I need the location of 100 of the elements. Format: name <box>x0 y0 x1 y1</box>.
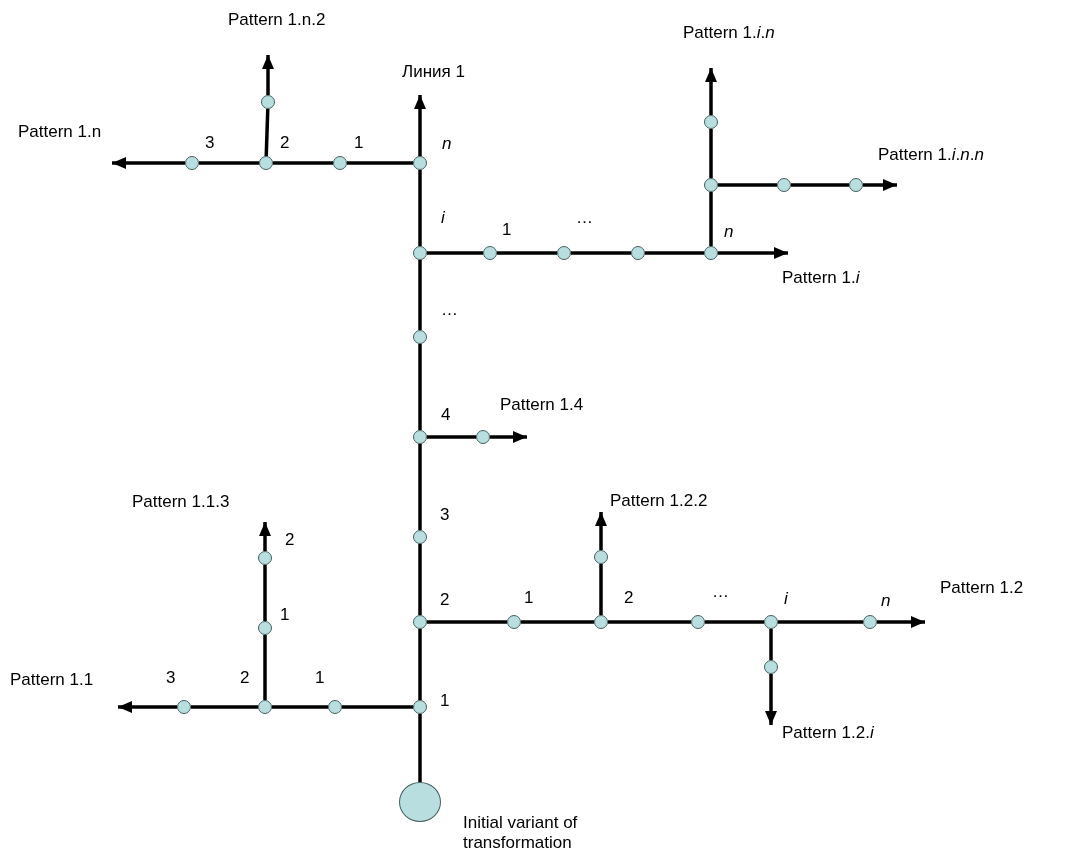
connector-line <box>263 635 267 700</box>
arrow <box>718 247 788 259</box>
connector-line <box>418 629 422 700</box>
connector-line <box>418 170 422 246</box>
arrow <box>877 616 925 628</box>
junction-point <box>258 551 272 565</box>
junction-point <box>849 178 863 192</box>
branch-label: Pattern 1.2 <box>925 578 1024 622</box>
connector-line <box>705 620 764 624</box>
branch-label: Pattern 1.i.n <box>683 23 775 68</box>
step-index: 1 <box>315 668 325 688</box>
junction-point <box>185 156 199 170</box>
connector-line <box>709 192 713 246</box>
ellipsis: … <box>441 300 458 320</box>
arrow <box>118 701 177 713</box>
ellipsis: … <box>712 582 729 602</box>
junction-point <box>177 700 191 714</box>
connector-line <box>263 565 267 621</box>
arrow <box>262 55 274 95</box>
step-index: 1 <box>502 220 512 240</box>
connector-line <box>199 161 259 165</box>
step-index: 1 <box>354 133 364 153</box>
branch-label: Pattern 1.1.3 <box>132 492 266 522</box>
connector-line <box>497 251 557 255</box>
connector-line <box>191 705 258 709</box>
branch-label: Pattern 1.2.2 <box>601 491 708 512</box>
step-index: 3 <box>166 668 176 688</box>
connector-line <box>342 705 413 709</box>
arrow <box>765 674 777 725</box>
junction-point <box>261 95 275 109</box>
connector-line <box>272 705 328 709</box>
junction-point <box>704 115 718 129</box>
connector-line <box>427 251 483 255</box>
branch-label: Pattern 1.i <box>782 253 860 288</box>
connector-line <box>769 629 773 660</box>
step-index: i <box>441 208 445 228</box>
junction-point <box>594 550 608 564</box>
step-index: i <box>784 589 788 609</box>
step-index: n <box>881 591 891 611</box>
junction-point <box>413 615 427 629</box>
junction-point <box>594 615 608 629</box>
junction-point <box>413 246 427 260</box>
connector-line <box>273 161 333 165</box>
step-index: n <box>442 134 452 154</box>
branch-label: Линия 1 <box>402 62 465 95</box>
arrow <box>595 512 607 550</box>
junction-point <box>413 330 427 344</box>
step-index: 1 <box>280 605 290 625</box>
connector-line <box>418 544 422 615</box>
junction-point <box>258 621 272 635</box>
junction-point <box>413 700 427 714</box>
junction-point <box>507 615 521 629</box>
junction-point <box>863 615 877 629</box>
step-index: 1 <box>440 691 450 711</box>
junction-point <box>328 700 342 714</box>
junction-point <box>704 178 718 192</box>
junction-point <box>557 246 571 260</box>
connector-line <box>599 564 603 615</box>
arrow <box>705 68 717 115</box>
connector-line <box>418 260 422 330</box>
arrow <box>259 522 271 551</box>
junction-point <box>704 246 718 260</box>
connector-line <box>521 620 594 624</box>
junction-point <box>764 660 778 674</box>
connector-line <box>778 620 863 624</box>
connector-line <box>418 714 422 782</box>
arrow <box>490 431 527 443</box>
branch-label: Pattern 1.n.2 <box>228 10 326 55</box>
step-index: 1 <box>524 588 534 608</box>
connector-line <box>791 183 849 187</box>
junction-point <box>476 430 490 444</box>
junction-point <box>258 700 272 714</box>
junction-point <box>259 156 273 170</box>
step-index: 3 <box>440 505 450 525</box>
step-index: n <box>724 222 734 242</box>
connector-line <box>427 435 476 439</box>
step-index: 2 <box>624 588 634 608</box>
junction-point <box>333 156 347 170</box>
branch-label: Pattern 1.4 <box>500 395 584 437</box>
junction-point <box>413 530 427 544</box>
connector-line <box>709 129 713 178</box>
connector-line <box>347 161 413 165</box>
connector-line <box>645 251 704 255</box>
connector-line <box>418 444 422 530</box>
branch-label: Pattern 1.2.i <box>771 723 874 743</box>
connector-line <box>418 344 422 430</box>
step-index: 3 <box>205 133 215 153</box>
junction-point <box>777 178 791 192</box>
junction-point <box>413 156 427 170</box>
connector-line <box>571 251 631 255</box>
junction-point <box>413 430 427 444</box>
step-index: 2 <box>240 668 250 688</box>
arrow <box>112 157 185 169</box>
branch-label: Pattern 1.1 <box>10 670 119 707</box>
junction-point <box>764 615 778 629</box>
junction-point <box>631 246 645 260</box>
connector-line <box>608 620 691 624</box>
step-index: 2 <box>285 530 295 550</box>
connector-line <box>264 108 270 157</box>
connector-line <box>718 183 777 187</box>
